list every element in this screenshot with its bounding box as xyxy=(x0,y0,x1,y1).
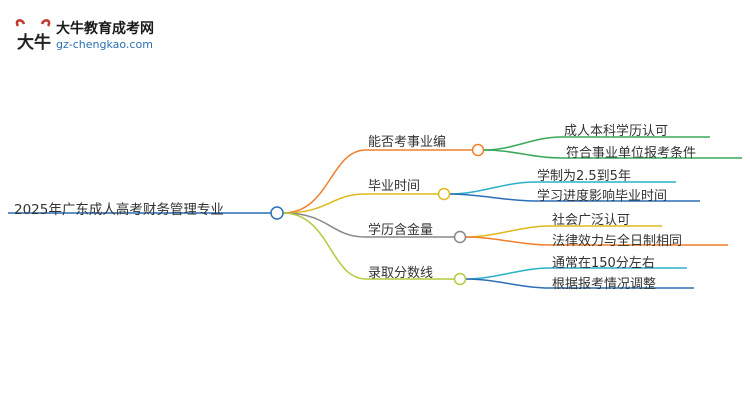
leaf-node-1-2: 符合事业单位报考条件 xyxy=(566,146,697,161)
edge-branch-4-to-leaf-2 xyxy=(465,278,551,289)
leaf-node-1-1: 成人本科学历认可 xyxy=(564,124,669,139)
edge-branch-3-to-leaf-1 xyxy=(465,225,551,238)
logo-title: 大牛教育成考网 xyxy=(56,21,154,37)
edge-branch-1-to-leaf-2 xyxy=(483,149,563,159)
leaf-node-4-1: 通常在150分左右 xyxy=(552,256,655,271)
leaf-node-3-1: 社会广泛认可 xyxy=(552,213,631,228)
edge-root-to-branch-2 xyxy=(282,193,367,214)
branch-connector-4 xyxy=(453,272,467,286)
branch-connector-1 xyxy=(471,143,485,157)
edge-branch-2-to-leaf-1 xyxy=(449,181,536,195)
branch-node-4: 录取分数线 xyxy=(368,266,434,281)
edge-branch-4-to-leaf-1 xyxy=(465,267,551,280)
bull-logo-icon: 大牛 xyxy=(15,19,51,53)
leaf-node-4-2: 根据报考情况调整 xyxy=(552,277,657,292)
edge-branch-3-to-leaf-2 xyxy=(465,236,551,246)
edge-branch-1-to-leaf-1 xyxy=(483,136,563,151)
edge-root-to-branch-3 xyxy=(282,212,367,238)
edge-root-to-branch-4 xyxy=(282,212,367,280)
leaf-node-2-1: 学制为2.5到5年 xyxy=(537,169,631,184)
site-logo[interactable]: 大牛 大牛教育成考网 gz-chengkao.com xyxy=(12,14,172,58)
leaf-node-3-2: 法律效力与全日制相同 xyxy=(552,234,683,249)
branch-connector-3 xyxy=(453,230,467,244)
branch-node-2: 毕业时间 xyxy=(368,179,421,194)
root-node: 2025年广东成人高考财务管理专业 xyxy=(14,202,224,218)
edge-branch-2-to-leaf-2 xyxy=(449,193,536,202)
branch-node-3: 学历含金量 xyxy=(368,223,434,238)
root-connector xyxy=(270,206,284,220)
logo-url: gz-chengkao.com xyxy=(56,38,153,51)
branch-node-1: 能否考事业编 xyxy=(368,135,447,150)
logo-mark-text: 大牛 xyxy=(17,32,51,53)
edge-root-to-branch-1 xyxy=(282,149,367,214)
leaf-node-2-2: 学习进度影响毕业时间 xyxy=(537,189,668,204)
branch-connector-2 xyxy=(437,187,451,201)
